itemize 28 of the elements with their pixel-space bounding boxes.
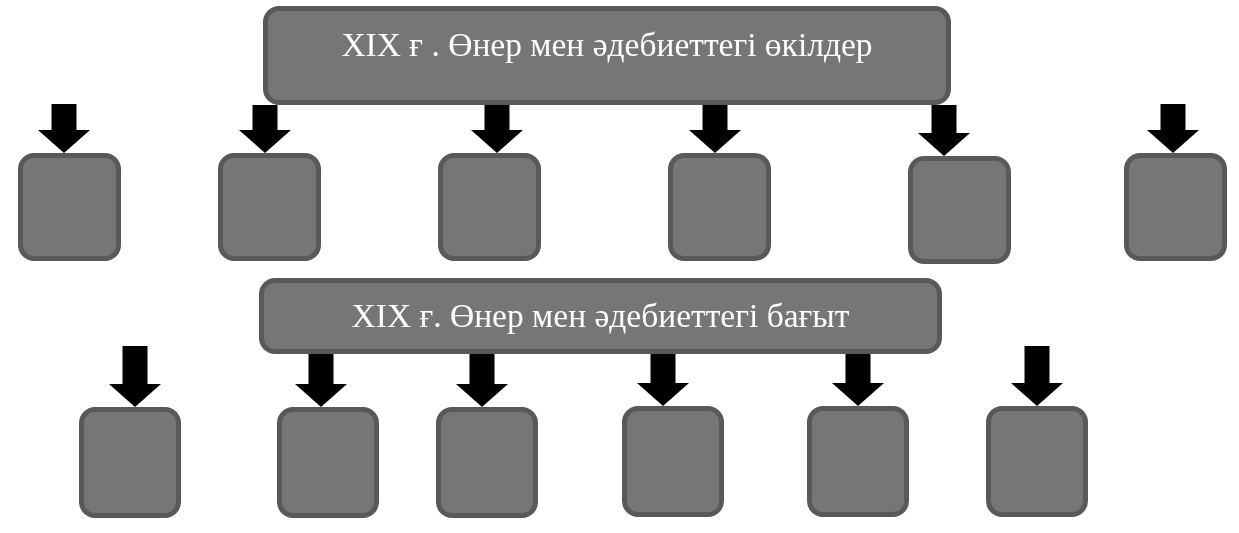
answer-box [218,153,321,261]
arrow [637,354,689,406]
heading-panel [263,6,951,105]
arrow [918,105,970,156]
answer-box [436,407,538,518]
arrow [689,105,741,153]
answer-box [277,407,379,518]
answer-box [622,406,724,517]
answer-box [986,406,1088,517]
answer-box [79,407,181,518]
answer-box [1124,153,1227,261]
heading-text: XIX ғ. Өнер мен әдебиеттегі бағыт [351,295,850,336]
arrow [832,354,884,406]
answer-box [438,153,541,261]
heading-text: XIX ғ . Өнер мен әдебиеттегі өкілдер [341,25,873,65]
arrow [471,105,523,153]
arrow [295,354,347,407]
arrow [456,354,508,407]
answer-box [18,153,121,261]
heading-panel [259,278,942,354]
arrow [38,104,90,153]
answer-box [668,153,771,261]
answer-box [908,156,1011,264]
arrow [109,346,161,407]
arrow [1147,104,1199,153]
arrow [239,105,291,153]
arrow [1011,346,1063,406]
answer-box [807,406,909,517]
